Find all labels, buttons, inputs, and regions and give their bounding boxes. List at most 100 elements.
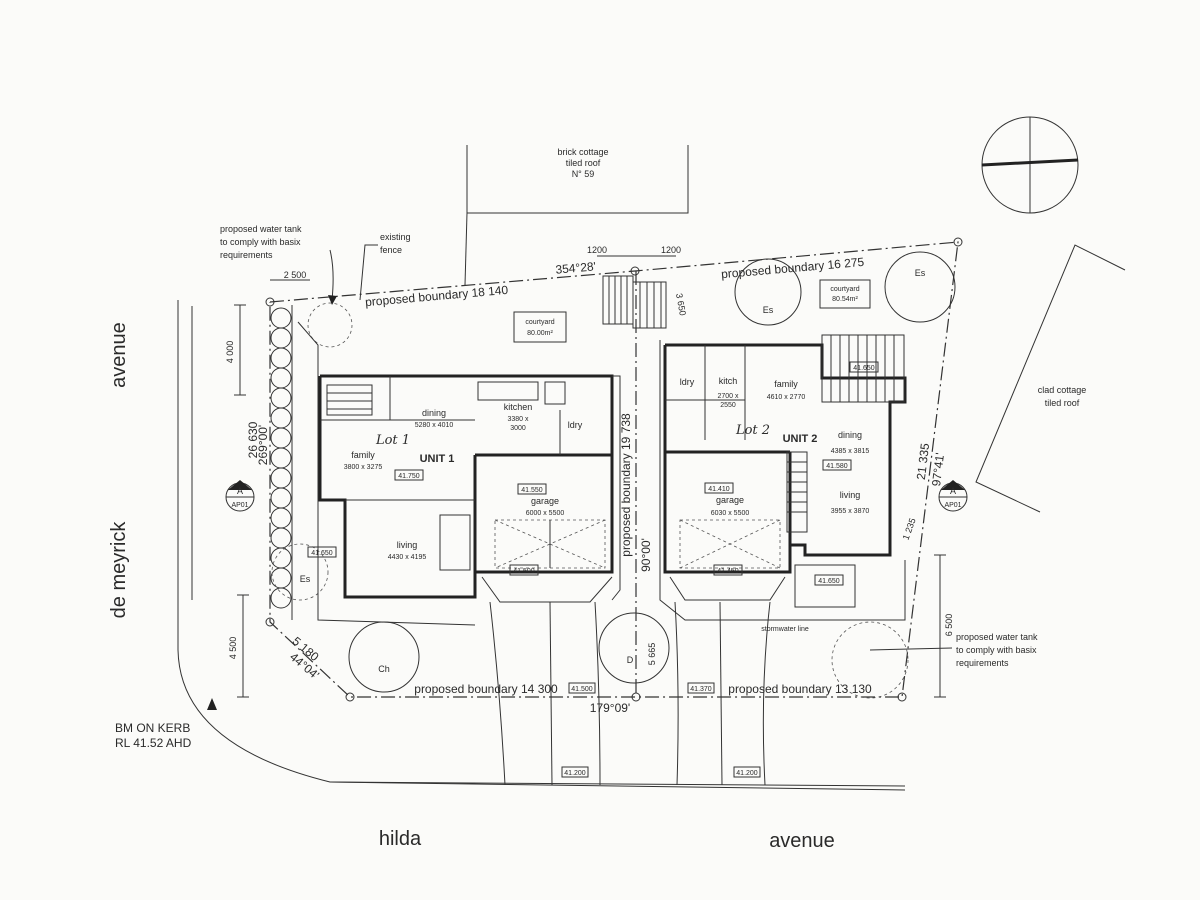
u1-living-label: living	[397, 540, 418, 550]
boundary-south-bearing: 179°09'	[590, 701, 630, 715]
neighbour-east-line-2: tiled roof	[1045, 398, 1080, 408]
u2-level-court: 41.650	[853, 365, 875, 372]
dim-1200-a: 1200	[587, 245, 607, 255]
street-left-bottom: de meyrick	[108, 521, 130, 619]
dim-5665: 5 665	[647, 643, 657, 666]
dim-4000: 4 000	[225, 341, 235, 364]
dimension-lines	[234, 255, 946, 698]
neighbour-east-line-1: clad cottage	[1038, 385, 1087, 395]
unit-2-title: UNIT 2	[783, 433, 818, 445]
street-bottom-left: hilda	[379, 828, 422, 850]
u1-dining-size: 5280 x 4010	[415, 422, 454, 429]
dim-1200-b: 1200	[661, 245, 681, 255]
u2-garage-label: garage	[716, 495, 744, 505]
svg-text:courtyard: courtyard	[830, 286, 859, 293]
note-water-tank-left: proposed water tank to comply with basix…	[220, 224, 337, 305]
neighbour-east: clad cottage tiled roof	[975, 244, 1126, 513]
steps-courtyard	[602, 275, 667, 329]
water-tank-left	[307, 302, 353, 348]
svg-text:41.200: 41.200	[736, 770, 758, 777]
u1-level-garage-front: 41.500	[513, 568, 535, 575]
svg-text:AP01: AP01	[944, 502, 961, 509]
u2-garage-size: 6030 x 5500	[711, 510, 750, 517]
u2-level-house: 41.580	[826, 463, 848, 470]
svg-text:AP01: AP01	[231, 502, 248, 509]
section-marker-left: A AP01	[225, 480, 255, 512]
tree-es-top: Es	[734, 258, 802, 326]
unit-1-lot: Lot 1	[375, 433, 410, 448]
neighbour-north-line-3: N° 59	[572, 169, 595, 179]
tree-es-left: Es	[271, 543, 329, 601]
boundary-east-bearing: 97°41'	[929, 452, 947, 487]
svg-text:RL 41.52 AHD: RL 41.52 AHD	[115, 736, 192, 750]
svg-text:existing: existing	[380, 232, 411, 242]
u2-ldry: ldry	[680, 377, 695, 387]
neighbour-north-line-2: tiled roof	[566, 158, 601, 168]
u1-garage-size: 6000 x 5500	[526, 510, 565, 517]
unit-1-title: UNIT 1	[420, 453, 455, 465]
svg-text:41.370: 41.370	[690, 686, 712, 693]
u2-dining-size: 4385 x 3815	[831, 448, 870, 455]
dim-setback: 2 500	[284, 270, 307, 280]
svg-text:to comply with basix: to comply with basix	[956, 645, 1037, 655]
svg-text:A: A	[237, 486, 243, 496]
note-benchmark: BM ON KERB RL 41.52 AHD	[115, 698, 217, 750]
north-point-icon	[981, 116, 1079, 214]
svg-text:41.200: 41.200	[564, 770, 586, 777]
hedge	[270, 307, 292, 609]
svg-text:to comply with basix: to comply with basix	[220, 237, 301, 247]
boundary-north-left: proposed boundary 18 140	[365, 283, 509, 309]
courtyard-left: courtyard 80.00m²	[513, 311, 567, 343]
tree-es-right: Es	[884, 251, 956, 323]
u2-level-porch: 41.650	[818, 578, 840, 585]
unit-2-plan: UNIT 2 Lot 2 ldry kitch 2700 x 2550 fami…	[659, 334, 907, 786]
u2-family-size: 4610 x 2770	[767, 394, 806, 401]
dim-4500: 4 500	[228, 637, 238, 660]
u2-living-label: living	[840, 490, 861, 500]
svg-text:proposed water tank: proposed water tank	[220, 224, 302, 234]
u2-family-label: family	[774, 379, 798, 389]
dim-1235: 1 235	[901, 517, 918, 542]
u1-family-label: family	[351, 450, 375, 460]
u2-kitch-size-b: 2550	[720, 402, 736, 409]
water-tank-right	[831, 621, 909, 699]
kerb-lines	[177, 300, 906, 791]
site-boundary	[265, 237, 963, 702]
boundary-middle-bearing: 90°00'	[639, 538, 653, 572]
svg-text:BM ON KERB: BM ON KERB	[115, 721, 190, 735]
tree-ch: Ch	[348, 621, 420, 693]
u2-level-garage: 41.410	[708, 486, 730, 493]
svg-text:fence: fence	[380, 245, 402, 255]
u2-kitch-label: kitch	[719, 376, 738, 386]
u2-dining-label: dining	[838, 430, 862, 440]
boundary-south-right: proposed boundary 13 130	[728, 682, 872, 696]
boundary-west: 26 630	[246, 421, 260, 458]
u1-level-porch: 41.650	[311, 550, 333, 557]
u1-kitchen-label: kitchen	[504, 402, 533, 412]
svg-text:Es: Es	[915, 268, 926, 278]
unit-1-plan: UNIT 1 Lot 1 dining 5280 x 4010 kitchen …	[297, 321, 621, 786]
u1-garage-label: garage	[531, 496, 559, 506]
u1-living-size: 4430 x 4195	[388, 554, 427, 561]
boundary-west-bearing: 269°00'	[256, 425, 270, 465]
boundary-south-left: proposed boundary 14 300	[414, 682, 558, 696]
street-left-top: avenue	[108, 322, 130, 388]
svg-text:Es: Es	[763, 305, 774, 315]
svg-text:courtyard: courtyard	[525, 319, 554, 326]
u1-level-garage: 41.550	[521, 487, 543, 494]
svg-text:Es: Es	[300, 574, 311, 584]
boundary-east: 21 335	[914, 442, 932, 480]
dim-3650: 3 650	[674, 293, 688, 317]
kerb-levels: 41.500 41.370 41.200 41.200	[561, 682, 761, 778]
neighbour-north-line-1: brick cottage	[557, 147, 608, 157]
u1-family-size: 3800 x 3275	[344, 464, 383, 471]
boundary-north-right: proposed boundary 16 275	[721, 255, 865, 281]
svg-text:D: D	[627, 655, 634, 665]
note-water-tank-right: proposed water tank to comply with basix…	[869, 632, 1038, 668]
u1-kitchen-size-a: 3380 x	[507, 416, 529, 423]
u2-level-garage-front: 41.450	[717, 568, 739, 575]
svg-text:A: A	[950, 486, 956, 496]
svg-text:80.54m²: 80.54m²	[832, 296, 858, 303]
svg-text:requirements: requirements	[956, 658, 1009, 668]
